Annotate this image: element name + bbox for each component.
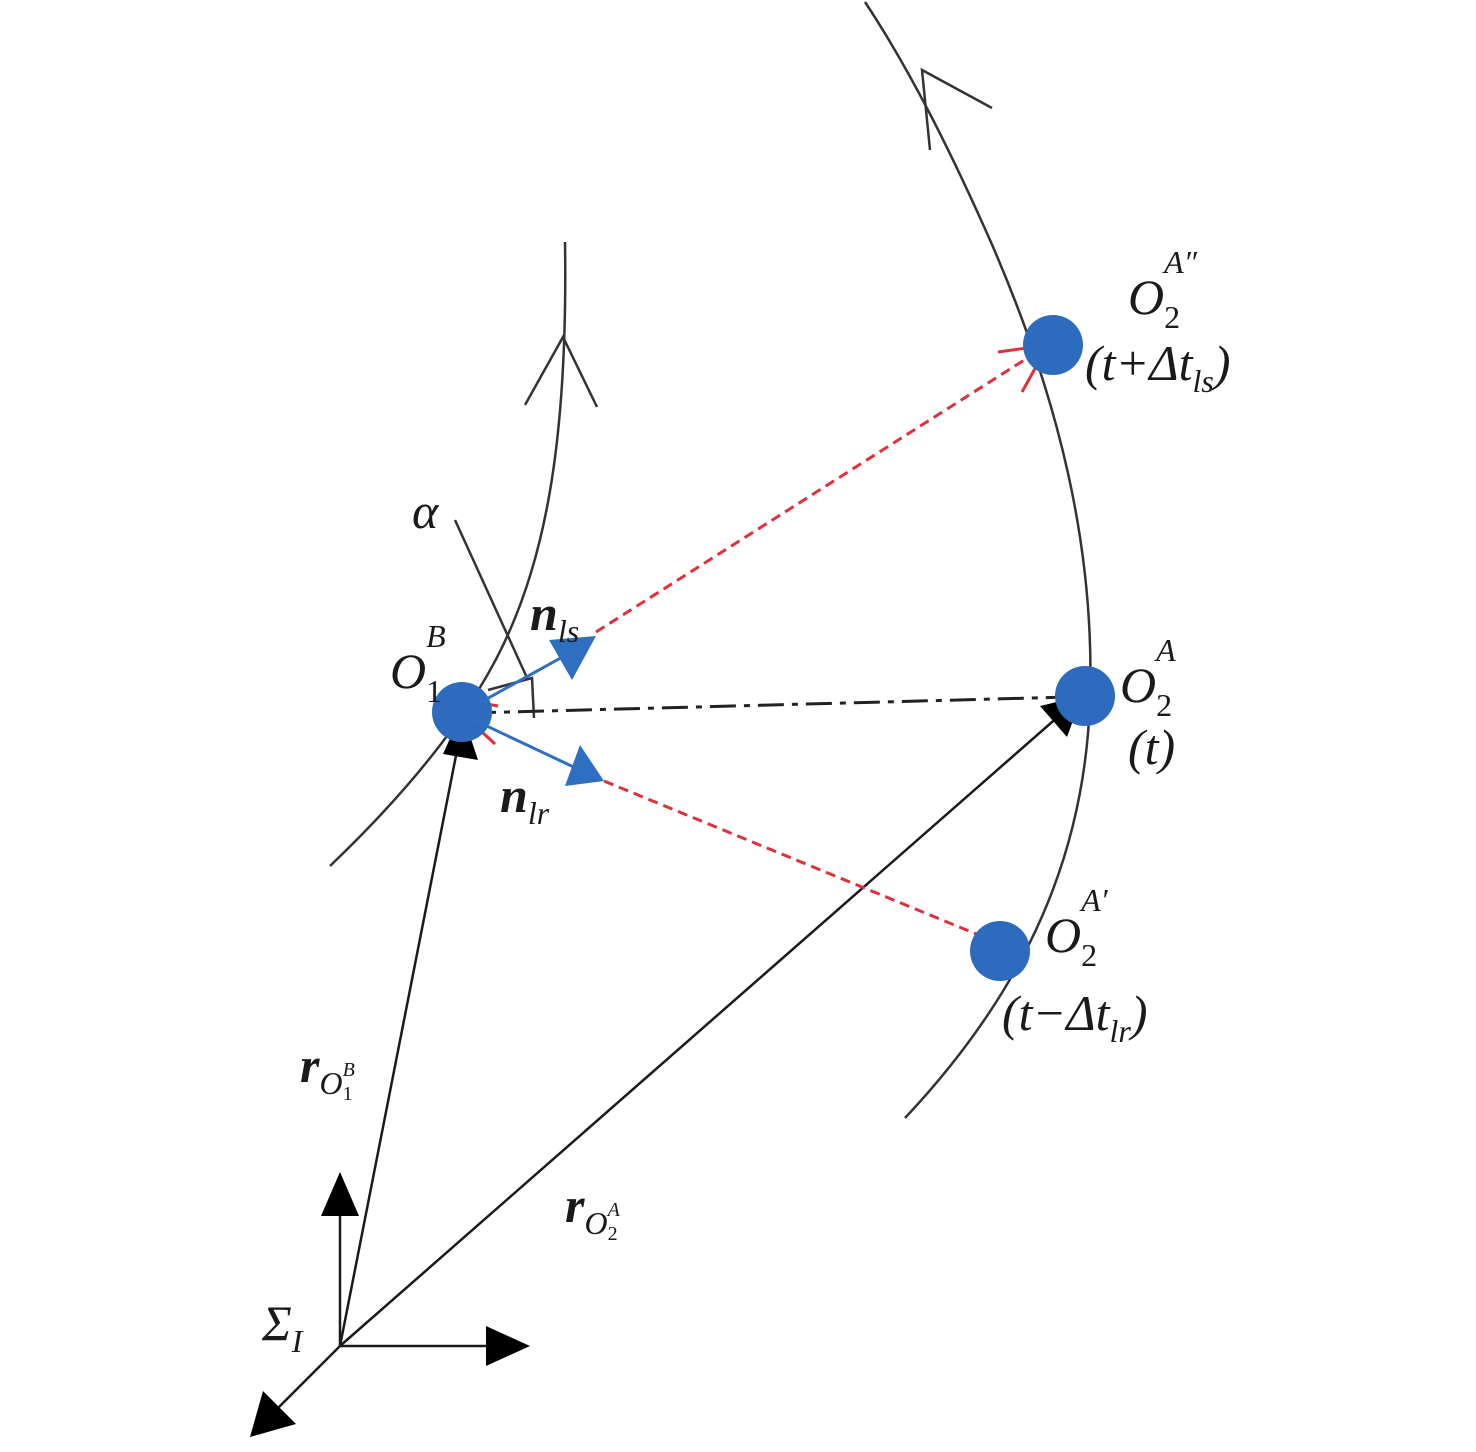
position-vector-o2a xyxy=(339,707,1069,1347)
label-o2a-pp-time-sub: ls xyxy=(1192,363,1214,399)
signal-path-receive xyxy=(603,779,1004,947)
label-o1b-base: O xyxy=(390,643,427,699)
satellite-o2a-node xyxy=(1055,666,1115,726)
label-n-ls-sub: ls xyxy=(557,613,580,649)
label-n-lr-sub: lr xyxy=(527,795,550,831)
frame-axis-out-arrowhead xyxy=(250,1391,296,1437)
satellite-o2a-pp-node xyxy=(1023,315,1083,375)
label-frame-sub: I xyxy=(291,1323,303,1359)
label-n-lr: nlr xyxy=(500,767,549,829)
label-r-o2a-base: r xyxy=(565,1177,585,1233)
orbit-a-direction-icon xyxy=(920,67,993,151)
label-o2a-p-sup: A′ xyxy=(1081,882,1108,918)
normal-n-ls-arrowhead xyxy=(549,636,596,680)
line-of-sight xyxy=(469,695,1071,715)
label-r-o1b-base: r xyxy=(300,1037,320,1093)
signal-path-send xyxy=(595,348,1041,634)
frame-axis-up-arrowhead xyxy=(321,1172,359,1216)
alpha-angle-mark xyxy=(487,676,536,719)
label-o2a-p-base: O xyxy=(1045,907,1082,963)
label-o2a-p-time: (t−Δtlr) xyxy=(1002,985,1148,1047)
label-n-ls-base: n xyxy=(530,585,558,641)
satellite-o2a-p-node xyxy=(970,921,1030,981)
label-o2a-p-sub: 2 xyxy=(1081,937,1098,973)
label-o1b-sub: 1 xyxy=(426,673,443,709)
label-alpha: α xyxy=(412,486,438,536)
label-o2a-pp-time-close: ) xyxy=(1213,335,1231,391)
label-o2a-p-time-sub: lr xyxy=(1109,1013,1131,1049)
label-o2a-p-time-text: (t−Δt xyxy=(1002,985,1110,1041)
label-frame: ΣI xyxy=(262,1295,302,1357)
position-vector-o1b xyxy=(338,724,464,1347)
normal-n-lr-arrowhead xyxy=(565,745,604,786)
orbit-b-direction-icon xyxy=(523,334,599,408)
label-o2a-sup: A xyxy=(1156,632,1176,668)
orbit-a-arc xyxy=(863,1,1092,1119)
label-r-o2a-o: O xyxy=(584,1205,608,1241)
label-o2a-pp-sup: A″ xyxy=(1164,244,1197,280)
label-o2a-time-text: (t) xyxy=(1128,719,1176,775)
label-o2a-time: (t) xyxy=(1128,722,1175,772)
normal-n-lr xyxy=(473,718,581,772)
label-r-o1b-sub: 1 xyxy=(342,1083,353,1105)
label-o2a-sub: 2 xyxy=(1156,687,1173,723)
label-o2a-pp-sub: 2 xyxy=(1164,299,1181,335)
label-frame-base: Σ xyxy=(262,1295,292,1351)
satellite-o1b-node xyxy=(432,682,492,742)
label-o2a-pp-base: O xyxy=(1128,269,1165,325)
label-o1b-sup: B xyxy=(426,618,446,654)
label-r-o2a-sup: A xyxy=(607,1199,620,1221)
label-o2a-base: O xyxy=(1120,657,1157,713)
frame-axis-right-arrowhead xyxy=(486,1326,530,1366)
label-r-o1b-sup: B xyxy=(342,1059,355,1081)
label-n-lr-base: n xyxy=(500,767,528,823)
label-r-o2a-sub: 2 xyxy=(607,1223,618,1245)
alpha-axis-line xyxy=(453,519,530,681)
label-o2a-pp-time-text: (t+Δt xyxy=(1085,335,1193,391)
orbit-b-arc xyxy=(329,241,567,867)
label-o2a-pp-time: (t+Δtls) xyxy=(1085,335,1231,397)
normal-n-ls xyxy=(473,648,576,708)
label-n-ls: nls xyxy=(530,585,579,647)
label-r-o1b-o: O xyxy=(319,1065,343,1101)
label-alpha-text: α xyxy=(412,483,439,539)
label-o2a-p-time-close: ) xyxy=(1130,985,1148,1041)
